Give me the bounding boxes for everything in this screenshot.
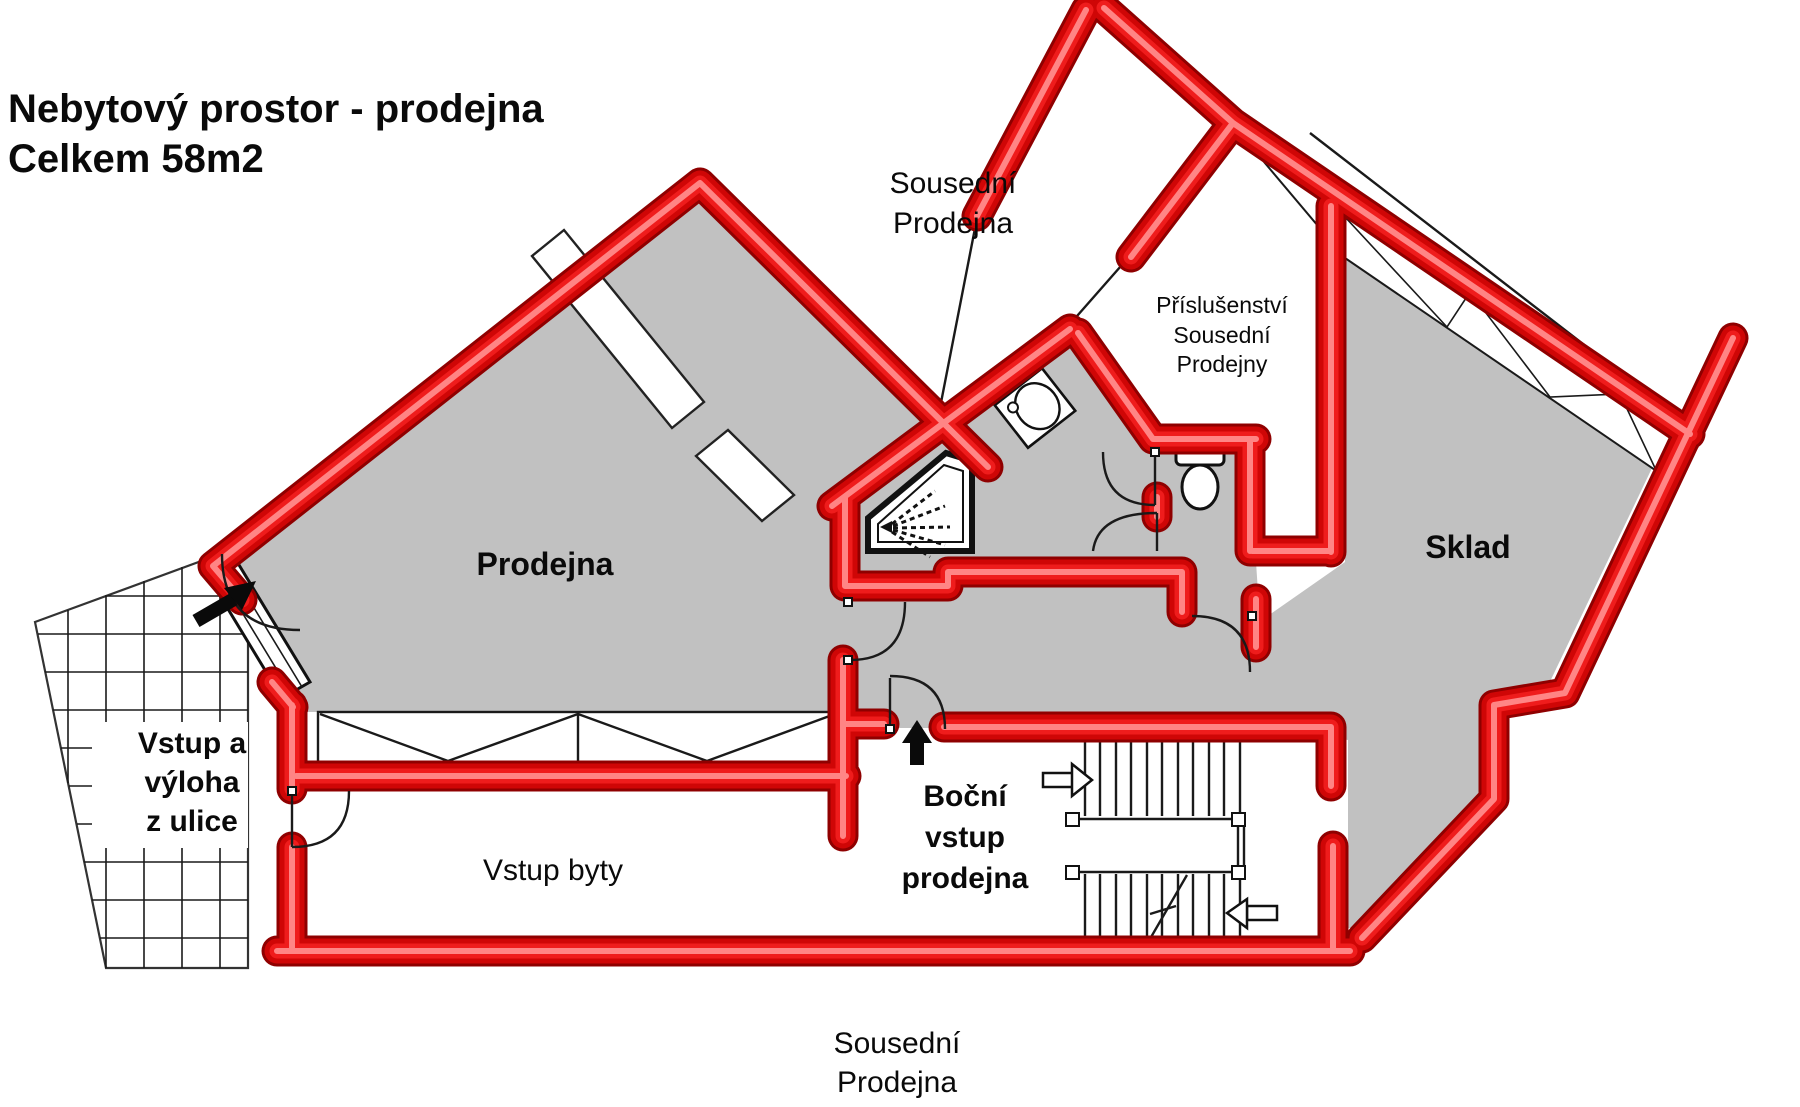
shower [865, 449, 975, 559]
label-sousedni-bottom-1: Sousední [834, 1027, 961, 1060]
prodejna-window-band [316, 710, 837, 766]
label-prislusenstvi-2: Sousední [1173, 322, 1271, 348]
sink [992, 366, 1078, 450]
label-bocni-3: prodejna [902, 862, 1029, 895]
label-prislusenstvi-1: Příslušenství [1156, 292, 1288, 318]
stair-down-arrow-icon [1224, 896, 1279, 931]
main-entrance-door [220, 553, 301, 632]
label-sousedni-bottom-2: Prodejna [837, 1066, 957, 1099]
label-vstup-byty: Vstup byty [483, 854, 623, 887]
label-sklad: Sklad [1425, 529, 1510, 565]
label-sousedni-top-1: Sousední [890, 167, 1017, 200]
label-sousedni-top-2: Prodejna [893, 207, 1013, 240]
label-vstup-vyloha-3: z ulice [146, 805, 238, 838]
sklad-door [1191, 614, 1252, 673]
label-prislusenstvi-3: Prodejny [1177, 351, 1268, 377]
toilet-bowl-icon [1180, 463, 1220, 511]
shower-spray-icon [880, 489, 951, 559]
wc-door-upper [1101, 451, 1157, 507]
labels: Nebytový prostor - prodejna Celkem 58m2 … [8, 87, 1511, 1099]
sink-basin-icon [1013, 382, 1061, 431]
label-bocni-2: vstup [925, 821, 1005, 854]
label-bocni-1: Boční [923, 780, 1008, 813]
hall-door [849, 601, 907, 662]
entry-arrow-main [192, 581, 256, 628]
page-subtitle: Celkem 58m2 [8, 137, 264, 181]
stair-up-arrow-icon [1041, 761, 1095, 799]
label-bg [92, 722, 248, 848]
staircase [1041, 741, 1279, 952]
side-entrance-door [888, 674, 947, 730]
label-vstup-vyloha-2: výloha [144, 766, 239, 799]
label-vstup-vyloha-1: Vstup a [138, 727, 247, 760]
page-title: Nebytový prostor - prodejna [8, 87, 544, 131]
label-prodejna: Prodejna [477, 546, 614, 582]
doors [220, 447, 1257, 849]
wc-door-lower [1091, 511, 1159, 552]
entry-arrow-side [902, 720, 932, 765]
room-sklad-floor [1262, 258, 1652, 928]
vstup-byty-door [290, 790, 351, 849]
